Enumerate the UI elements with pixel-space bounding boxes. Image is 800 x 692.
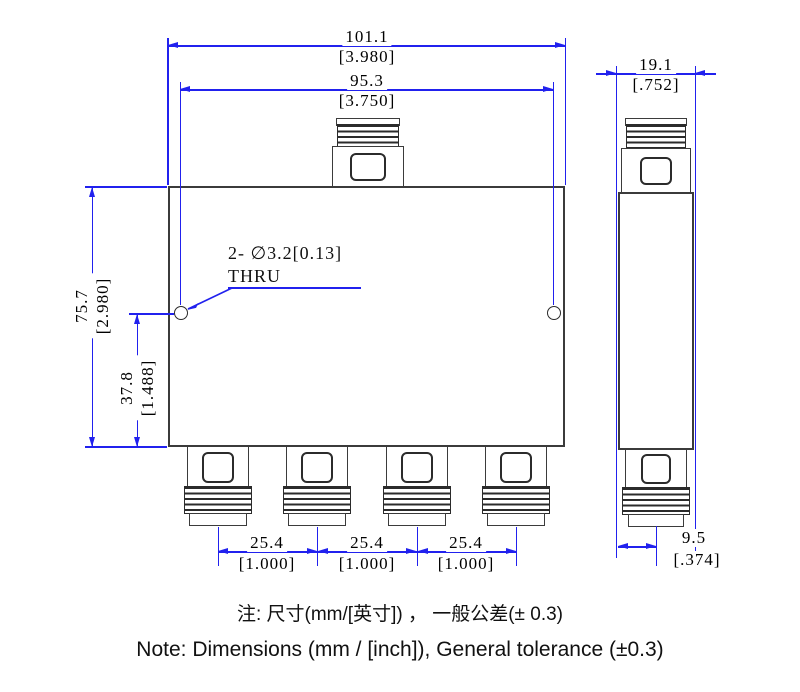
hole-callout-underline xyxy=(228,287,361,289)
dim-height-value-inch: [2.980] xyxy=(93,277,112,335)
dim-holes-value-inch: [3.750] xyxy=(335,92,399,110)
dim-pitch2-value-mm: 25.4 xyxy=(347,534,387,552)
mounting-hole-right xyxy=(547,306,561,320)
dim-offset-value-inch: [.374] xyxy=(670,551,724,569)
dim-depth-ext-right xyxy=(694,66,696,558)
dim-pitch3-arrow-left xyxy=(418,548,428,555)
dim-holeheight-label: 37.8 [1.488] xyxy=(113,355,161,421)
dim-overall-ext-left xyxy=(167,38,169,185)
dim-overall-arrow-left xyxy=(168,42,178,49)
dim-pitch1-arrow-right xyxy=(307,548,317,555)
dim-pitch3-value-mm: 25.4 xyxy=(446,534,486,552)
front-port1-thread xyxy=(184,486,252,514)
front-port1-rim xyxy=(189,513,247,526)
front-port2-nut xyxy=(301,452,333,483)
dim-pitch-ext-2 xyxy=(316,527,318,566)
dim-holes-ext-right xyxy=(552,82,554,305)
front-top-connector-nut xyxy=(350,153,386,181)
dim-height-ext-bottom xyxy=(85,446,167,448)
dim-pitch3-arrow-right xyxy=(506,548,516,555)
dim-depth-value-inch: [.752] xyxy=(629,76,683,94)
dim-depth-value-mm: 19.1 xyxy=(636,56,676,74)
front-top-connector-thread xyxy=(337,124,399,148)
dim-pitch3-value-inch: [1.000] xyxy=(434,555,498,573)
dim-pitch1-value-inch: [1.000] xyxy=(235,555,299,573)
side-bottom-connector-nut xyxy=(641,454,671,484)
dim-depth-arrow-right xyxy=(695,70,705,77)
dim-height-value-mm: 75.7 xyxy=(71,289,91,323)
dim-pitch2-arrow-left xyxy=(318,548,328,555)
dim-offset-ext-center xyxy=(655,526,657,566)
dim-pitch1-value-mm: 25.4 xyxy=(247,534,287,552)
hole-callout-line1: 2- ∅3.2[0.13] xyxy=(228,243,343,263)
dim-pitch2-value-inch: [1.000] xyxy=(335,555,399,573)
dim-height-label: 75.7 [2.980] xyxy=(68,273,116,339)
dim-holeheight-value-mm: 37.8 xyxy=(116,371,136,405)
front-port4-rim xyxy=(487,513,545,526)
dim-height-arrow-top xyxy=(88,187,95,197)
side-bottom-connector-thread xyxy=(622,487,690,515)
dim-offset-value-mm: 9.5 xyxy=(678,529,710,547)
front-port3-nut xyxy=(401,452,433,483)
side-top-connector-thread xyxy=(626,124,686,150)
dim-holes-ext-left xyxy=(179,82,181,305)
dim-overall-value-mm: 101.1 xyxy=(342,28,392,46)
front-port4-nut xyxy=(500,452,532,483)
dim-holeheight-value-inch: [1.488] xyxy=(138,359,157,417)
note-english: Note: Dimensions (mm / [inch]), General … xyxy=(136,638,664,661)
dim-depth-ext-left xyxy=(615,66,617,558)
front-port1-nut xyxy=(202,452,234,483)
dim-holeheight-arrow-bottom xyxy=(133,437,140,447)
dim-holeheight-arrow-top xyxy=(133,314,140,324)
side-view-body xyxy=(618,192,694,450)
front-port2-rim xyxy=(288,513,346,526)
front-port2-thread xyxy=(283,486,351,514)
dim-offset-arrow-right xyxy=(646,543,656,550)
dim-height-arrow-bottom xyxy=(88,437,95,447)
hole-callout-line2: THRU xyxy=(228,266,281,286)
dim-holes-value-mm: 95.3 xyxy=(347,72,387,90)
dim-height-ext-top xyxy=(85,186,167,188)
mounting-hole-left xyxy=(174,306,188,320)
dim-pitch1-arrow-left xyxy=(218,548,228,555)
dim-holes-arrow-right xyxy=(543,86,553,93)
dim-pitch-ext-4 xyxy=(515,527,517,566)
front-port3-rim xyxy=(388,513,446,526)
dim-overall-value-inch: [3.980] xyxy=(335,48,399,66)
dim-offset-line xyxy=(618,546,656,548)
dim-depth-arrow-left xyxy=(606,70,616,77)
front-view-body xyxy=(168,186,565,447)
dim-pitch2-arrow-right xyxy=(406,548,416,555)
dim-overall-arrow-right xyxy=(555,42,565,49)
dim-pitch-ext-1 xyxy=(217,527,219,566)
dim-holes-arrow-left xyxy=(180,86,190,93)
front-port3-thread xyxy=(383,486,451,514)
note-chinese: 注: 尺寸(mm/[英寸]) ， 一般公差(± 0.3) xyxy=(236,604,564,625)
side-top-connector-nut xyxy=(640,157,672,185)
dim-offset-arrow-left xyxy=(618,543,628,550)
dim-holeheight-ext-top xyxy=(129,313,174,315)
front-port4-thread xyxy=(482,486,550,514)
dim-pitch-ext-3 xyxy=(416,527,418,566)
dim-overall-ext-right xyxy=(564,38,566,185)
